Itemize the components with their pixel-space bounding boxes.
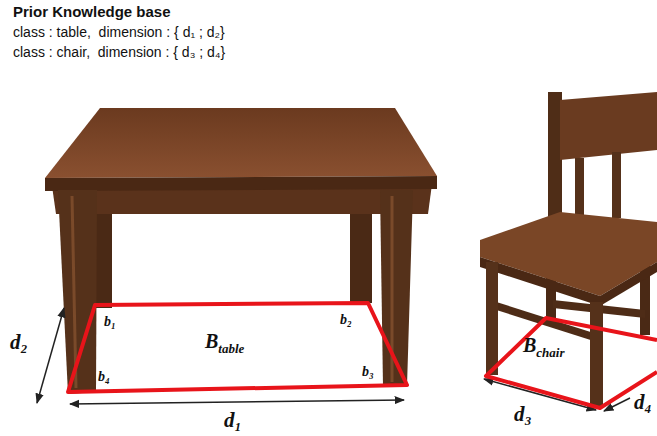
- corner-label: b₃: [362, 364, 374, 380]
- box-symbol: B: [523, 334, 536, 356]
- bounding-box: Bchair: [478, 310, 657, 416]
- table-figure: [45, 108, 437, 394]
- corner-label: b₂: [340, 312, 352, 328]
- dimension-label: d₁: [224, 408, 242, 433]
- box-outline: [478, 310, 657, 416]
- box-label: Btable: [205, 330, 244, 353]
- bounding-box: Btable: [60, 296, 416, 400]
- corner-label: b₁: [104, 314, 116, 330]
- heading: Prior Knowledge base: [13, 3, 171, 20]
- box-subscript: chair: [536, 345, 564, 360]
- knowledge-entry: class : chair, dimension : { d₃ ; d₄}: [13, 44, 225, 60]
- knowledge-entry: class : table, dimension : { d₁ ; d₂}: [13, 24, 225, 40]
- box-symbol: B: [205, 330, 218, 352]
- corner-label: b₄: [98, 369, 110, 385]
- red-outline: [486, 318, 657, 408]
- red-outline: [68, 303, 407, 392]
- box-label: Bchair: [523, 334, 565, 357]
- dimension-label: d₄: [634, 390, 652, 415]
- box-subscript: table: [218, 341, 244, 356]
- dimension-label: d₂: [10, 330, 28, 355]
- dimension-label: d₃: [514, 402, 532, 427]
